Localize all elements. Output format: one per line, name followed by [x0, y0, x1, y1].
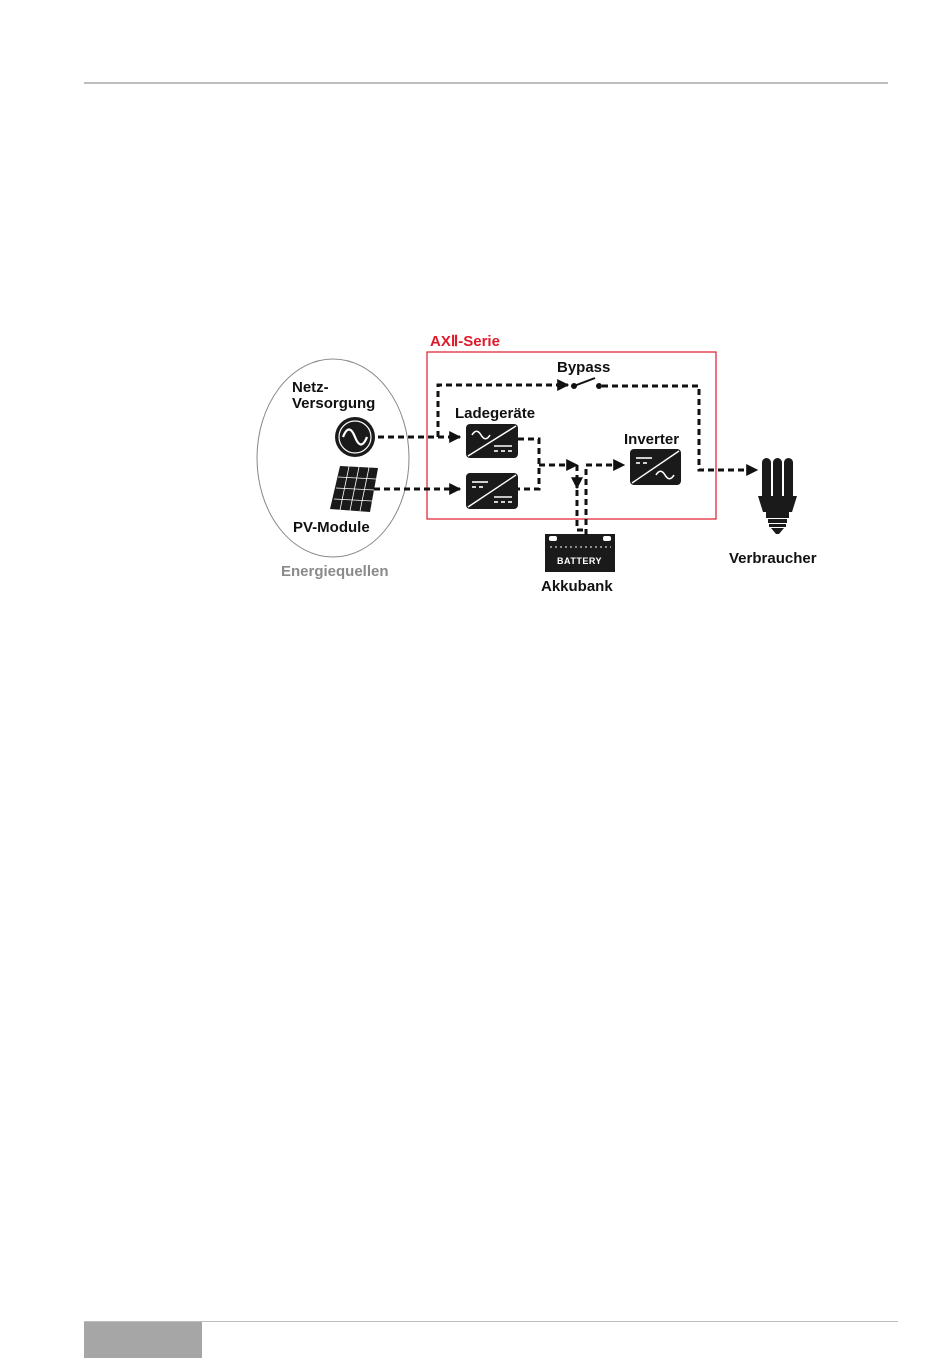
bypass-label: Bypass	[557, 359, 610, 376]
ac-source-icon	[335, 417, 375, 457]
charger-icon	[466, 473, 518, 509]
grid-label-line1: Netz-	[292, 379, 329, 396]
series-label: AXⅡ-Serie	[430, 333, 500, 350]
grid-label-line2: Versorgung	[292, 395, 375, 412]
inverter-label: Inverter	[624, 431, 679, 448]
load-label: Verbraucher	[729, 550, 817, 567]
sources-label: Energiequellen	[281, 563, 389, 580]
battery-text: BATTERY	[557, 556, 602, 566]
pv-label: PV-Module	[293, 519, 370, 536]
page-number-tab	[84, 1322, 202, 1358]
lightbulb-icon	[758, 458, 797, 534]
charger-icon	[466, 424, 518, 458]
chargers-label: Ladegeräte	[455, 405, 535, 422]
footer-rule	[84, 1321, 898, 1322]
solar-panel-icon	[330, 466, 378, 512]
connection-lines	[374, 385, 757, 535]
battery-bank-label: Akkubank	[541, 578, 613, 595]
switch-icon	[571, 378, 602, 389]
inverter-icon	[630, 449, 681, 485]
battery-icon: BATTERY	[545, 534, 615, 572]
